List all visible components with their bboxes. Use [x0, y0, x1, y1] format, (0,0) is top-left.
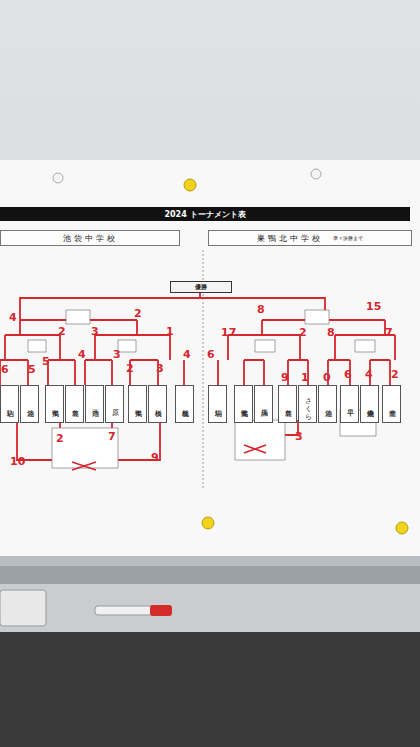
team-box: 千早	[340, 385, 359, 423]
score-number: 9	[151, 452, 159, 463]
score-number: 2	[299, 327, 307, 338]
score-number: 5	[28, 364, 36, 375]
score-number: 2	[58, 326, 66, 337]
ground	[0, 632, 420, 747]
score-number: 4	[365, 369, 373, 380]
node-text: 巣鴨北中学校	[257, 233, 323, 244]
score-number: 8	[257, 304, 265, 315]
marker-body	[95, 606, 157, 615]
score-number: 6	[1, 364, 9, 375]
title-bar: 2024 トーナメント表	[0, 207, 410, 221]
team-box: 駒場	[208, 385, 227, 423]
team-box: 巣鴨	[45, 385, 64, 423]
team-box: 池袋	[20, 385, 39, 423]
team-box: 豊南	[382, 385, 401, 423]
score-number: 4	[78, 349, 86, 360]
score-number: 7	[385, 327, 393, 338]
score-number: 10	[10, 456, 25, 467]
score-number: 3	[295, 431, 303, 442]
title-text: 2024 トーナメント表	[164, 209, 245, 220]
score-number: 1	[166, 326, 174, 337]
cross-mark	[72, 445, 266, 470]
school-header: 巣鴨北中学校 準々決勝まで	[208, 230, 412, 246]
node-text: さくら	[304, 392, 311, 416]
score-number: 5	[42, 356, 50, 367]
match-boxes	[28, 310, 376, 468]
score-number: 2	[56, 433, 64, 444]
team-box: 巣鴨北	[234, 385, 253, 423]
magnet	[396, 522, 408, 534]
whiteboard	[0, 0, 420, 565]
team-box: 西池	[85, 385, 104, 423]
team-box: 巣鴨	[128, 385, 147, 423]
score-number: 15	[366, 301, 381, 312]
marker-tray	[0, 584, 420, 632]
magnet	[202, 517, 214, 529]
paper-sheet	[0, 160, 420, 556]
team-box: 池袋中央	[360, 385, 379, 423]
team-box: さくら	[298, 385, 317, 423]
score-number: 0	[323, 372, 331, 383]
score-number: 3	[91, 326, 99, 337]
team-box: 池袋	[318, 385, 337, 423]
team-box: 豊島	[65, 385, 84, 423]
bracket-lines	[0, 293, 395, 460]
board-rail	[0, 566, 420, 584]
eraser	[0, 590, 46, 626]
score-number: 3	[113, 349, 121, 360]
score-number: 6	[344, 369, 352, 380]
team-box: 板橋北	[175, 385, 194, 423]
node-text: 優勝	[195, 283, 207, 292]
magnet	[184, 179, 196, 191]
score-number: 6	[207, 349, 215, 360]
team-box: 原	[105, 385, 124, 423]
score-number: 4	[183, 349, 191, 360]
school-header: 池袋中学校	[0, 230, 180, 246]
team-box: 練馬	[254, 385, 273, 423]
team-box: 駒込	[0, 385, 19, 423]
score-number: 1	[301, 372, 309, 383]
board-frame	[0, 556, 420, 566]
score-number: 7	[108, 431, 116, 442]
score-number: 2	[391, 369, 399, 380]
score-number: 2	[126, 363, 134, 374]
score-number: 3	[156, 363, 164, 374]
node-subtext: 準々決勝まで	[333, 235, 363, 241]
score-number: 17	[221, 327, 236, 338]
team-box: 豊島	[278, 385, 297, 423]
score-number: 8	[327, 327, 335, 338]
score-number: 4	[9, 312, 17, 323]
magnet	[53, 173, 63, 183]
marker-cap	[150, 605, 172, 616]
champion-box: 優勝	[170, 281, 232, 293]
score-number: 2	[134, 308, 142, 319]
node-text: 池袋中学校	[63, 233, 118, 244]
magnet	[311, 169, 321, 179]
team-box: 板橋	[148, 385, 167, 423]
score-number: 9	[281, 372, 289, 383]
